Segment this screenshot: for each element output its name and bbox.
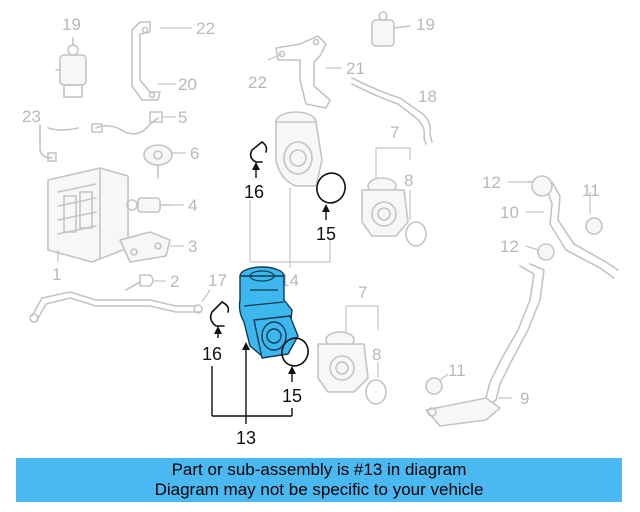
callout-20: 20 (178, 75, 197, 94)
part-15-lower-ring (281, 337, 309, 382)
part-21-bracket (267, 35, 342, 109)
callout-7-upper: 7 (390, 123, 399, 142)
callout-4: 4 (188, 196, 197, 215)
callout-12-upper: 12 (482, 173, 501, 192)
part-19-left (55, 37, 87, 98)
part-13-egr-valve (238, 266, 299, 359)
part-15-upper-ring (316, 172, 346, 220)
callout-10: 10 (500, 203, 519, 222)
callout-8-lower: 8 (372, 345, 381, 364)
callout-16-upper: 16 (244, 182, 264, 202)
part-14-upper-valve (249, 111, 331, 268)
callout-14: 14 (280, 271, 299, 290)
callout-22-top: 22 (196, 19, 215, 38)
part-20-bracket (131, 21, 192, 101)
part-7-lower-throttle (317, 305, 387, 405)
part-17-pipe (29, 289, 211, 323)
callout-19-right: 19 (416, 15, 435, 34)
callout-16-lower: 16 (202, 344, 222, 364)
part-16-upper-clip (249, 141, 268, 178)
part-3-bracket (119, 231, 184, 263)
banner-line-2: Diagram may not be specific to your vehi… (154, 480, 484, 499)
callout-11-lower: 11 (448, 361, 466, 380)
callout-17: 17 (208, 271, 227, 290)
callout-15-lower: 15 (282, 386, 302, 406)
callout-21: 21 (346, 59, 365, 78)
callout-13-leader (211, 342, 293, 424)
callout-8-upper: 8 (404, 171, 413, 190)
callout-23: 23 (22, 107, 41, 126)
callout-22-center: 22 (248, 73, 267, 92)
part-9-pipe (425, 175, 619, 427)
banner-line-1: Part or sub-assembly is #13 in diagram (171, 460, 467, 479)
part-16-lower-clip (209, 301, 230, 338)
callout-6: 6 (190, 144, 199, 163)
part-5-sensor (91, 111, 176, 135)
callout-9: 9 (520, 389, 529, 408)
part-6-valve (143, 144, 186, 179)
callout-12-lower: 12 (500, 237, 519, 256)
part-23-hose (39, 124, 79, 162)
part-7-upper-throttle (361, 147, 427, 247)
callout-5: 5 (178, 108, 187, 127)
part-19-right (351, 11, 433, 145)
info-banner: Part or sub-assembly is #13 in diagram D… (16, 458, 622, 502)
callout-1: 1 (52, 265, 61, 284)
callout-7-lower: 7 (358, 283, 367, 302)
callout-2: 2 (170, 272, 179, 291)
part-2-clip (125, 274, 166, 291)
callout-13: 13 (236, 428, 256, 448)
callout-11-upper: 11 (582, 181, 600, 200)
callout-3: 3 (188, 237, 197, 256)
callout-19-left: 19 (62, 15, 81, 34)
part-4-valve (126, 197, 184, 213)
callout-18: 18 (418, 87, 437, 106)
part-1-canister (47, 167, 129, 263)
callout-15-upper: 15 (316, 224, 336, 244)
